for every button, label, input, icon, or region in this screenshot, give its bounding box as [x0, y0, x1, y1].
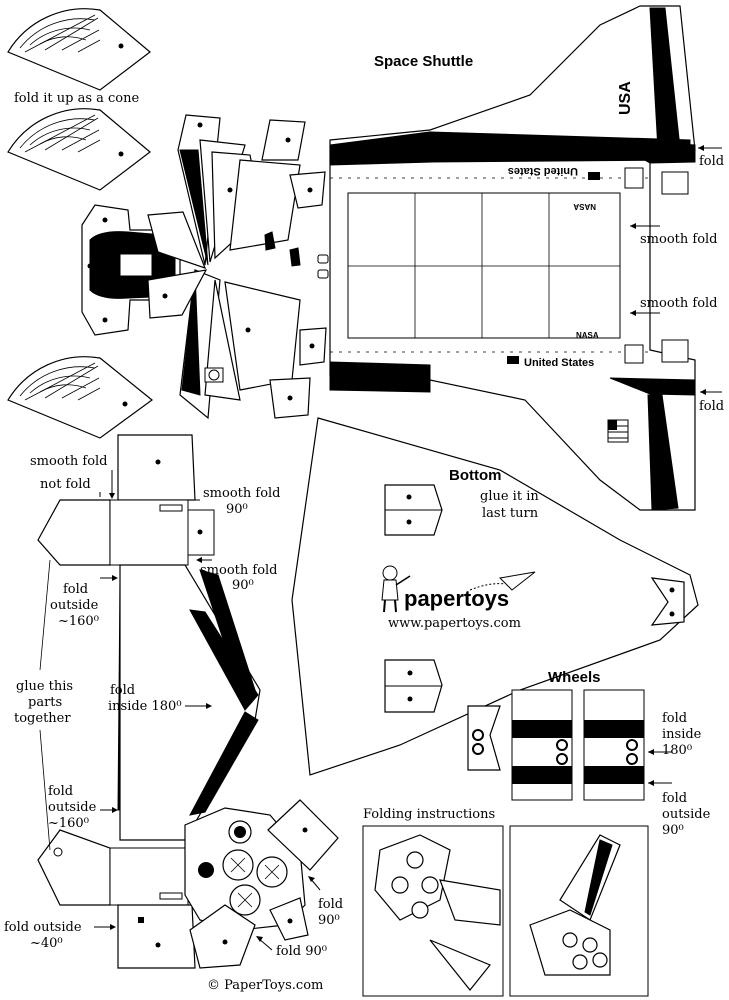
wheel-fold-inside-label: fold inside 180⁰ [648, 711, 702, 758]
svg-text:fold: fold [110, 683, 135, 698]
folding-box-1 [362, 825, 504, 997]
glue-line-2: last turn [482, 506, 539, 521]
svg-text:fold: fold [662, 711, 687, 726]
shuttle-hull: USA United States United States NASA NAS… [329, 5, 696, 511]
svg-text:fold: fold [699, 154, 724, 169]
folding-box-2 [509, 825, 649, 997]
brand-url: www.papertoys.com [388, 616, 521, 631]
smooth-fold-label-1: smooth fold [630, 223, 718, 247]
svg-text:90⁰: 90⁰ [662, 823, 684, 838]
smooth-fold-label-2: smooth fold [630, 296, 718, 316]
svg-text:90⁰: 90⁰ [318, 913, 340, 928]
svg-text:fold: fold [699, 399, 724, 414]
svg-text:180⁰: 180⁰ [662, 743, 692, 758]
svg-text:~160⁰: ~160⁰ [48, 816, 89, 831]
wheel-fold-outside-label: fold outside 90⁰ [648, 780, 711, 838]
svg-text:~160⁰: ~160⁰ [58, 614, 99, 629]
papertoys-logo [381, 565, 536, 613]
usa-text: USA [617, 81, 634, 115]
left-labels: smooth fold not fold smooth fold 90⁰ smo… [4, 454, 343, 959]
svg-text:glue this: glue this [16, 679, 73, 694]
nose-piece [81, 114, 329, 420]
svg-text:fold 90⁰: fold 90⁰ [276, 944, 327, 959]
svg-text:smooth fold: smooth fold [640, 232, 718, 247]
brand-name: papertoys [404, 586, 509, 611]
svg-text:parts: parts [28, 695, 62, 710]
united-states-top: United States [508, 165, 578, 177]
copyright: © PaperToys.com [207, 978, 323, 993]
svg-text:~40⁰: ~40⁰ [30, 936, 63, 951]
svg-text:smooth fold: smooth fold [640, 296, 718, 311]
united-states-bottom: United States [524, 357, 594, 369]
svg-text:outside: outside [50, 598, 99, 613]
svg-text:fold: fold [63, 582, 88, 597]
bottom-piece [291, 417, 699, 776]
engine-block [184, 799, 339, 969]
nasa-bottom: NASA [576, 331, 599, 340]
wheels-heading: Wheels [548, 669, 601, 686]
svg-text:together: together [14, 711, 71, 726]
svg-text:fold: fold [318, 897, 343, 912]
svg-text:fold: fold [662, 791, 687, 806]
glue-line-1: glue it in [480, 489, 539, 504]
fold-label-mid: fold [699, 389, 724, 414]
svg-text:outside: outside [48, 800, 97, 815]
page-title: Space Shuttle [374, 53, 473, 70]
svg-text:smooth fold: smooth fold [200, 563, 278, 578]
folding-heading: Folding instructions [363, 807, 495, 822]
svg-text:outside: outside [662, 807, 711, 822]
cone-piece-2 [7, 108, 151, 191]
fold-label-top: fold [698, 145, 724, 169]
cone-piece-1 [7, 8, 151, 91]
svg-text:smooth fold: smooth fold [203, 486, 281, 501]
svg-text:90⁰: 90⁰ [232, 578, 254, 593]
svg-text:90⁰: 90⁰ [226, 502, 248, 517]
wheel-pieces [467, 689, 645, 801]
smooth-fold-label: smooth fold [30, 454, 108, 469]
cone-piece-3 [7, 356, 153, 439]
cone-caption: fold it up as a cone [14, 91, 140, 106]
bottom-heading: Bottom [449, 467, 502, 484]
fuselage-piece [37, 434, 261, 969]
nasa-top: NASA [573, 202, 596, 211]
svg-text:fold outside: fold outside [4, 920, 82, 935]
svg-text:inside: inside [662, 727, 702, 742]
not-fold-label: not fold [40, 477, 91, 492]
svg-text:inside 180⁰: inside 180⁰ [108, 699, 182, 714]
svg-text:fold: fold [48, 784, 73, 799]
